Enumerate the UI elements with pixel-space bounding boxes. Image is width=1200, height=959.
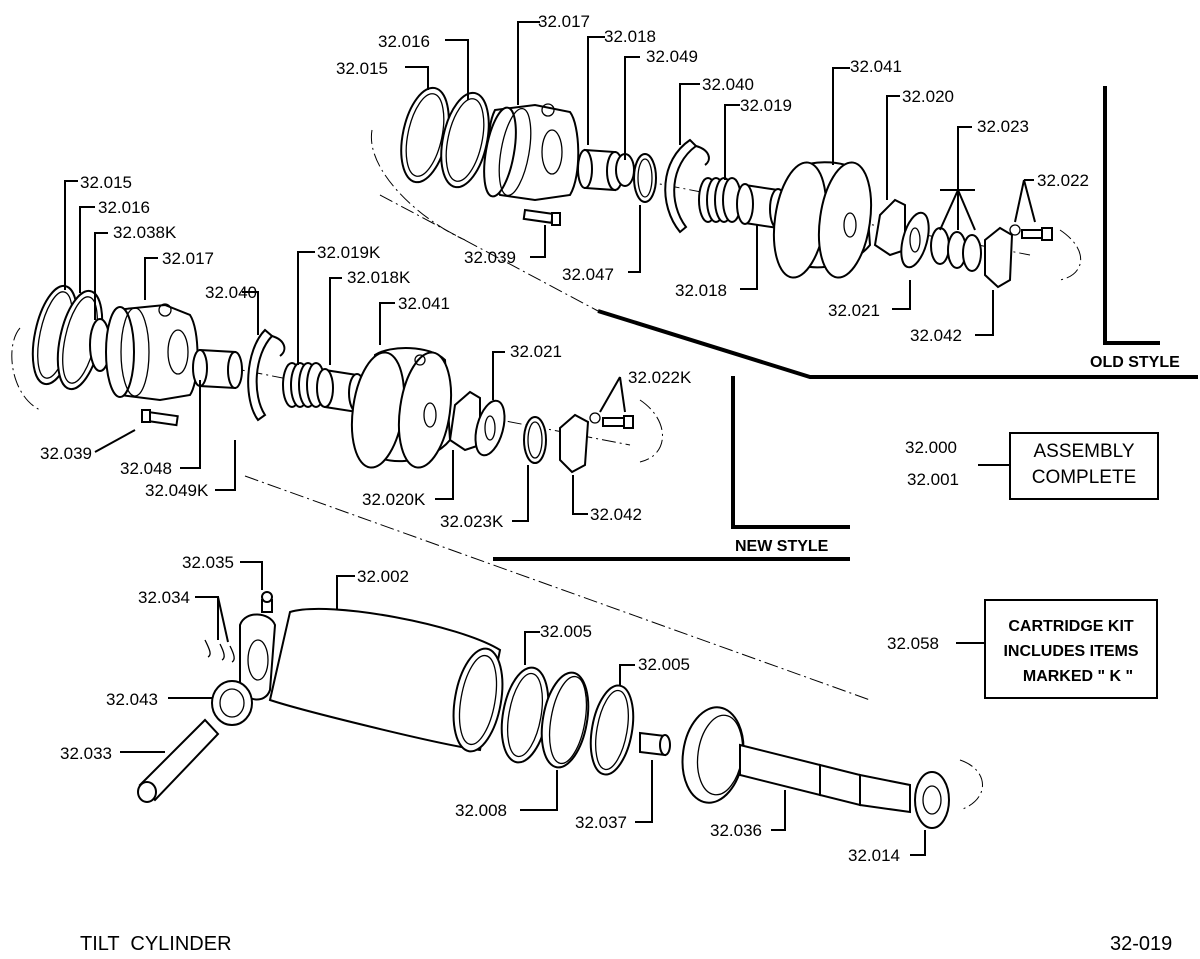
- cylinder-label-8: 32.037: [575, 813, 627, 832]
- footer-title: TILT CYLINDER: [80, 933, 232, 955]
- old-style-label-11: 32.039: [464, 248, 516, 267]
- new-style-assembly: [11, 284, 871, 701]
- old-style-label-7: 32.041: [850, 57, 902, 76]
- new-style-label-4: 32.040: [205, 283, 257, 302]
- cylinder-label-10: 32.014: [848, 846, 900, 865]
- new-style-label-15: 32.042: [590, 505, 642, 524]
- assembly-code-0: 32.000: [905, 438, 957, 457]
- old-style-label-10: 32.022: [1037, 171, 1089, 190]
- old-style-label-9: 32.023: [977, 117, 1029, 136]
- cylinder-label-1: 32.034: [138, 588, 190, 607]
- new-style-label-0: 32.015: [80, 173, 132, 192]
- old-style-label-12: 32.047: [562, 265, 614, 284]
- cylinder-label-9: 32.036: [710, 821, 762, 840]
- old-style-label-3: 32.018: [604, 27, 656, 46]
- assembly-code-1: 32.001: [907, 470, 959, 489]
- new-style-label-3: 32.017: [162, 249, 214, 268]
- cylinder-label-6: 32.033: [60, 744, 112, 763]
- old-style-labels: 32.01632.01532.01732.01832.04932.04032.0…: [336, 12, 1089, 345]
- assembly-box-line-0: ASSEMBLY: [1033, 441, 1134, 462]
- cartridge-box-line-0: CARTRIDGE KIT: [1008, 618, 1134, 635]
- cartridge-box-line-1: INCLUDES ITEMS: [1003, 643, 1138, 660]
- cylinder-label-5: 32.043: [106, 690, 158, 709]
- assembly-box-line-1: COMPLETE: [1032, 467, 1137, 488]
- old-style-label-0: 32.016: [378, 32, 430, 51]
- cylinder-labels: 32.035 32.034 32.002 32.005 32.005 32.043 32.0…: [60, 553, 900, 865]
- cylinder-label-4: 32.005: [638, 655, 690, 674]
- new-style-label-9: 32.022K: [628, 368, 692, 387]
- old-style-label-15: 32.042: [910, 326, 962, 345]
- cylinder-label-2: 32.002: [357, 567, 409, 586]
- new-style-labels: 32.015 32.016 32.038K 32.017 32.040 32.019K 32…: [40, 173, 692, 531]
- cartridge-code: 32.058: [887, 634, 939, 653]
- footer-page-code: 32-019: [1110, 933, 1172, 955]
- new-style-label-11: 32.048: [120, 459, 172, 478]
- section-borders: [493, 86, 1198, 561]
- cylinder-assembly: [137, 591, 983, 829]
- old-style-title: OLD STYLE: [1090, 354, 1180, 371]
- new-style-label-12: 32.049K: [145, 481, 209, 500]
- new-style-label-2: 32.038K: [113, 223, 177, 242]
- new-style-label-5: 32.019K: [317, 243, 381, 262]
- new-style-label-7: 32.041: [398, 294, 450, 313]
- cylinder-label-0: 32.035: [182, 553, 234, 572]
- cylinder-label-3: 32.005: [540, 622, 592, 641]
- assembly-complete-box: [1009, 432, 1159, 500]
- old-style-label-8: 32.020: [902, 87, 954, 106]
- old-style-label-1: 32.015: [336, 59, 388, 78]
- new-style-label-8: 32.021: [510, 342, 562, 361]
- leader-lines: [64, 21, 1036, 856]
- old-style-label-5: 32.040: [702, 75, 754, 94]
- old-style-label-2: 32.017: [538, 12, 590, 31]
- new-style-label-10: 32.039: [40, 444, 92, 463]
- new-style-label-6: 32.018K: [347, 268, 411, 287]
- old-style-label-14: 32.021: [828, 301, 880, 320]
- old-style-label-4: 32.049: [646, 47, 698, 66]
- old-style-label-6: 32.019: [740, 96, 792, 115]
- new-style-label-14: 32.023K: [440, 512, 504, 531]
- new-style-title: NEW STYLE: [735, 538, 829, 555]
- cartridge-kit-box: [984, 599, 1158, 699]
- new-style-label-1: 32.016: [98, 198, 150, 217]
- old-style-label-13: 32.018: [675, 281, 727, 300]
- cylinder-label-7: 32.008: [455, 801, 507, 820]
- old-style-assembly: [370, 86, 1082, 312]
- cartridge-box-line-2: MARKED " K ": [1023, 668, 1133, 685]
- new-style-label-13: 32.020K: [362, 490, 426, 509]
